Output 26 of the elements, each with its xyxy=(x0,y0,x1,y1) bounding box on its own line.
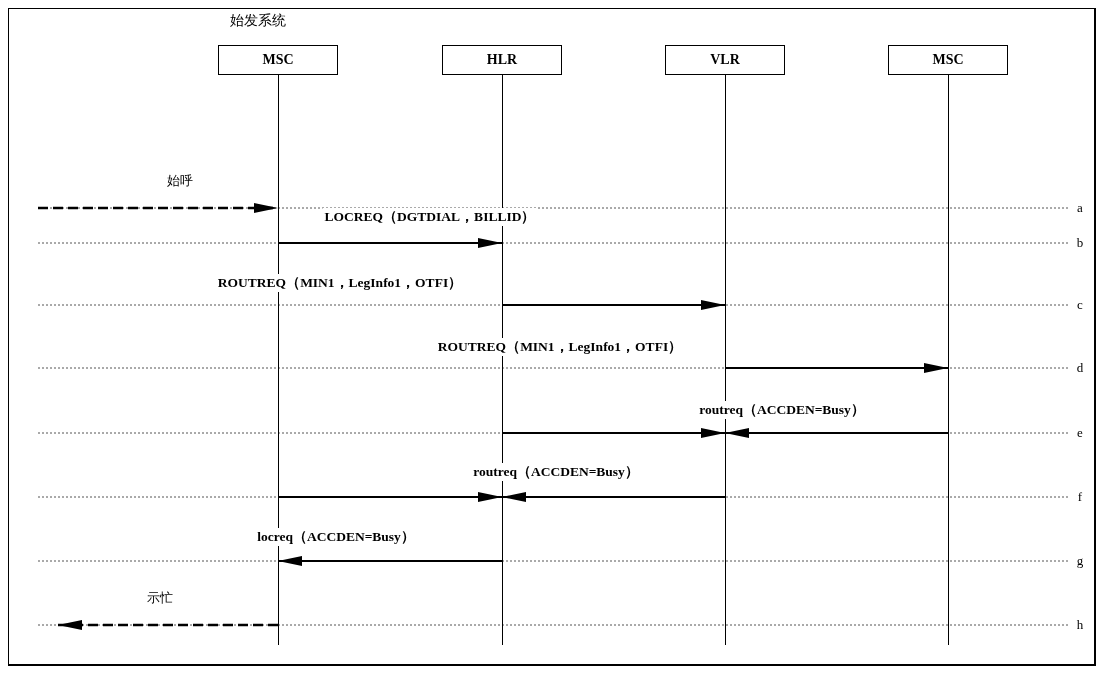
message-arrow xyxy=(501,492,726,502)
message-arrow xyxy=(277,238,503,248)
row-letter: e xyxy=(1077,425,1083,441)
row-letter: b xyxy=(1076,235,1084,251)
row-letter: g xyxy=(1076,553,1084,569)
message-arrow xyxy=(501,300,726,310)
edge-label: 示忙 xyxy=(145,589,175,607)
system-heading: 始发系统 xyxy=(230,12,286,30)
row-letter: d xyxy=(1076,360,1084,376)
entity-box: MSC xyxy=(888,45,1008,75)
message-arrow xyxy=(724,428,949,438)
message-arrow xyxy=(277,492,503,502)
edge-label: 始呼 xyxy=(165,172,195,190)
message-arrow xyxy=(277,556,503,566)
row-letter: h xyxy=(1076,617,1084,633)
entity-box: HLR xyxy=(442,45,562,75)
message-arrow xyxy=(501,428,726,438)
message-arrow xyxy=(724,363,949,373)
message-arrow xyxy=(38,203,278,213)
row-letter: f xyxy=(1077,489,1083,505)
edge-label: LOCREQ（DGTDIAL，BILLID） xyxy=(322,208,538,226)
message-arrow xyxy=(58,620,278,630)
entity-box: MSC xyxy=(218,45,338,75)
row-letter: c xyxy=(1077,297,1083,313)
row-letter: a xyxy=(1077,200,1083,216)
entity-box: VLR xyxy=(665,45,785,75)
